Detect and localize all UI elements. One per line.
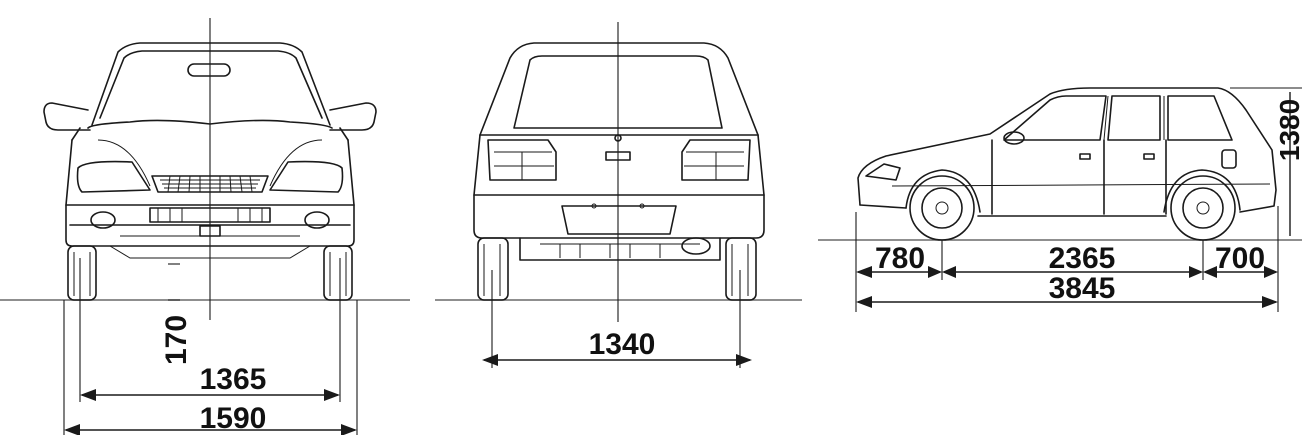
ground-clearance-label: 170 (160, 315, 193, 365)
overall-width-dimension (64, 424, 357, 435)
rear-car-outline (473, 42, 765, 301)
rear-overhang-label: 700 (1215, 242, 1265, 275)
overall-length-label: 3845 (1049, 272, 1116, 305)
front-view: 170 1365 1590 (0, 18, 410, 435)
rear-track-label: 1340 (589, 328, 656, 361)
front-overhang-dimension (856, 266, 942, 278)
rear-view: 1340 (435, 22, 802, 368)
rear-track-dimension (482, 354, 752, 366)
track-width-label: 1365 (200, 363, 267, 396)
front-car-outline (43, 42, 377, 301)
overall-width-label: 1590 (200, 402, 267, 435)
wheelbase-label: 2365 (1049, 242, 1116, 275)
rear-overhang-dimension (1203, 266, 1278, 278)
side-car-outline (857, 87, 1277, 241)
overall-length-dimension (856, 296, 1278, 308)
overall-height-label: 1380 (1274, 99, 1302, 161)
side-view: 1380 780 2365 700 3845 (818, 87, 1302, 312)
track-width-dimension (80, 389, 340, 401)
wheelbase-dimension (942, 266, 1203, 278)
front-overhang-label: 780 (875, 242, 925, 275)
